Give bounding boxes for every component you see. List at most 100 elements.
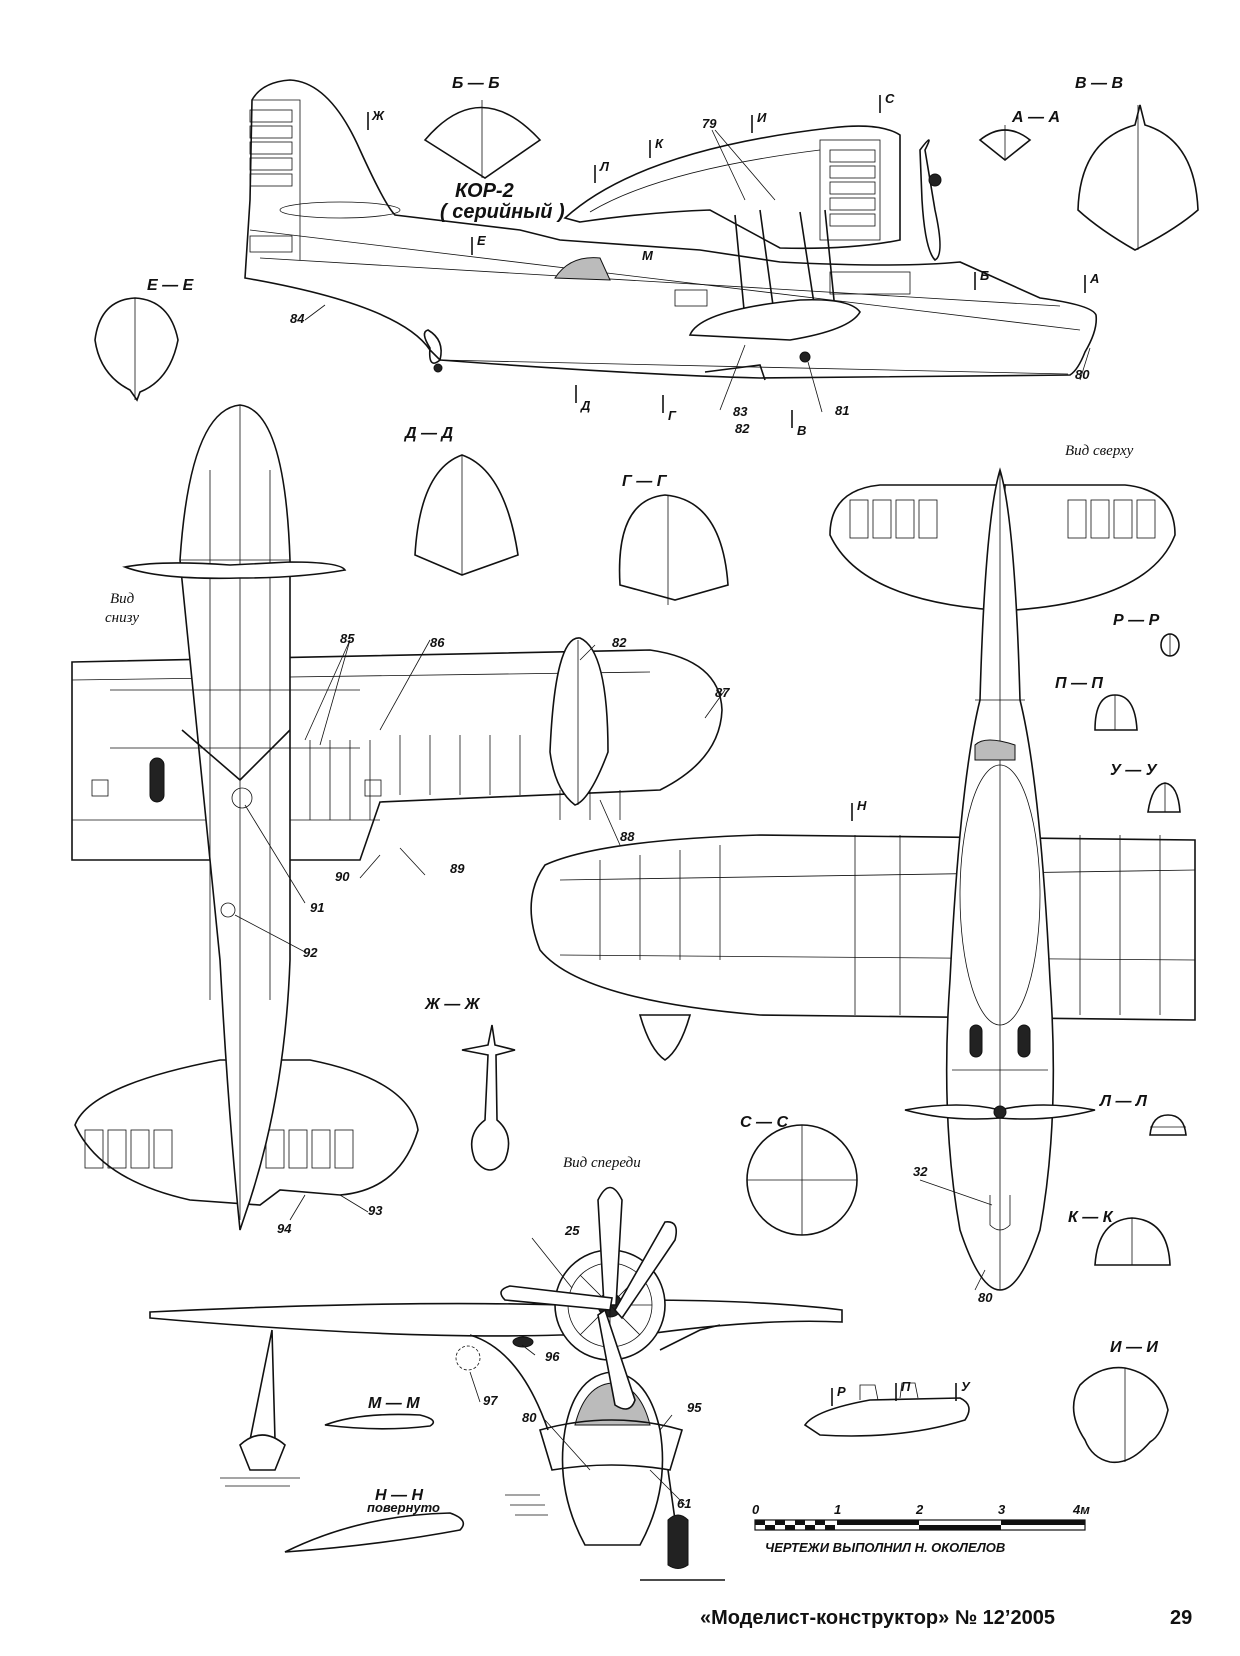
section-s-s bbox=[746, 1124, 858, 1236]
section-title-k-k: К — К bbox=[1068, 1209, 1114, 1226]
section-title-zh-zh: Ж — Ж bbox=[424, 996, 481, 1013]
callout-94: 94 bbox=[277, 1221, 292, 1236]
callout-82-bottom: 82 bbox=[612, 635, 627, 650]
scale-tick-4: 4м bbox=[1072, 1502, 1090, 1517]
section-title-a-a: А — А bbox=[1011, 109, 1060, 126]
view-label-top: Вид сверху bbox=[1065, 443, 1134, 459]
cut-mark-u: У bbox=[961, 1379, 971, 1394]
callout-25: 25 bbox=[564, 1223, 580, 1238]
callout-80-front: 80 bbox=[522, 1410, 537, 1425]
section-title-s-s: С — С bbox=[740, 1114, 788, 1131]
cut-mark-g: Г bbox=[668, 408, 677, 423]
scale-tick-3: 3 bbox=[998, 1502, 1006, 1517]
float-side-profile bbox=[803, 1382, 970, 1437]
view-label-front: Вид спереди bbox=[563, 1155, 641, 1171]
section-k-k bbox=[1094, 1217, 1171, 1266]
section-zh-zh bbox=[461, 1024, 516, 1171]
section-title-u-u: У — У bbox=[1110, 762, 1158, 779]
callout-61: 61 bbox=[677, 1496, 691, 1511]
callout-95: 95 bbox=[687, 1400, 702, 1415]
section-r-r bbox=[1160, 633, 1180, 657]
section-titles: Б — Б В — В А — А Е — Е Д — Д Г — Г Р — … bbox=[147, 75, 1160, 1515]
cut-mark-p: П bbox=[901, 1379, 911, 1394]
bottom-view bbox=[71, 404, 723, 1231]
callout-90: 90 bbox=[335, 869, 350, 884]
cut-mark-k: К bbox=[655, 136, 664, 151]
callout-97: 97 bbox=[483, 1393, 498, 1408]
side-view bbox=[244, 79, 1098, 381]
section-l-l bbox=[1149, 1114, 1187, 1136]
cut-mark-a: А bbox=[1089, 271, 1099, 286]
callout-85: 85 bbox=[340, 631, 355, 646]
callout-89: 89 bbox=[450, 861, 465, 876]
section-title-e-e: Е — Е bbox=[147, 277, 195, 294]
cut-mark-r: Р bbox=[837, 1384, 846, 1399]
cut-mark-n: Н bbox=[857, 798, 867, 813]
callout-80-side: 80 bbox=[1075, 367, 1090, 382]
cut-mark-ticks bbox=[367, 95, 1086, 1406]
section-i-i bbox=[1072, 1366, 1169, 1464]
section-title-g-g: Г — Г bbox=[622, 473, 668, 490]
section-g-g bbox=[618, 494, 729, 605]
section-title-b-b: Б — Б bbox=[452, 75, 500, 92]
section-title-l-l: Л — Л bbox=[1099, 1093, 1148, 1110]
callout-84: 84 bbox=[290, 311, 305, 326]
leader-lines bbox=[234, 129, 1091, 1506]
section-title-m-m: М — М bbox=[368, 1395, 420, 1412]
section-title-i-i: И — И bbox=[1110, 1339, 1158, 1356]
callout-81: 81 bbox=[835, 403, 849, 418]
section-e-e bbox=[94, 297, 179, 402]
callout-93: 93 bbox=[368, 1203, 383, 1218]
section-note-n-n: повернуто bbox=[367, 1500, 440, 1515]
section-title-v-v: В — В bbox=[1075, 75, 1123, 92]
callout-32: 32 bbox=[913, 1164, 928, 1179]
top-view bbox=[530, 467, 1196, 1291]
cut-mark-m: М bbox=[642, 248, 654, 263]
cut-mark-e: Е bbox=[477, 233, 486, 248]
page-number: 29 bbox=[1170, 1607, 1192, 1629]
cut-mark-l: Л bbox=[599, 159, 610, 174]
drawing-title: КОР-2 bbox=[455, 180, 514, 202]
callout-79: 79 bbox=[702, 116, 717, 131]
callout-92: 92 bbox=[303, 945, 318, 960]
callout-87: 87 bbox=[715, 685, 730, 700]
callout-96: 96 bbox=[545, 1349, 560, 1364]
callout-82-side: 82 bbox=[735, 421, 750, 436]
callout-91: 91 bbox=[310, 900, 324, 915]
view-label-bottom-1: Вид bbox=[110, 591, 135, 607]
section-p-p bbox=[1094, 694, 1138, 731]
cut-mark-zh: Ж bbox=[371, 108, 385, 123]
section-d-d bbox=[414, 454, 519, 576]
cut-mark-labels: Ж Л К И С Е М Б А Д Г В Н Р П У bbox=[371, 91, 1099, 1399]
section-title-p-p: П — П bbox=[1055, 675, 1103, 692]
section-n-n bbox=[284, 1512, 465, 1553]
drawing-credit: ЧЕРТЕЖИ ВЫПОЛНИЛ Н. ОКОЛЕЛОВ bbox=[765, 1540, 1005, 1555]
journal-footer: «Моделист-конструктор» № 12’2005 bbox=[700, 1607, 1055, 1629]
scale-bar: 0 1 2 3 4м ЧЕРТЕЖИ ВЫПОЛНИЛ Н. ОКОЛЕЛОВ bbox=[752, 1502, 1090, 1555]
cut-mark-d: Д bbox=[580, 398, 591, 413]
callout-numbers: 79 84 83 82 81 80 85 86 82 87 88 89 90 9… bbox=[277, 116, 1090, 1511]
scale-tick-2: 2 bbox=[915, 1502, 924, 1517]
cut-mark-i: И bbox=[757, 110, 767, 125]
section-a-a bbox=[978, 125, 1032, 162]
cut-mark-b: Б bbox=[980, 268, 989, 283]
front-view bbox=[149, 1186, 843, 1581]
section-title-r-r: Р — Р bbox=[1113, 612, 1160, 629]
callout-86: 86 bbox=[430, 635, 445, 650]
callout-88: 88 bbox=[620, 829, 635, 844]
callout-83: 83 bbox=[733, 404, 748, 419]
drawing-subtitle: ( серийный ) bbox=[440, 201, 565, 223]
section-u-u bbox=[1147, 782, 1181, 813]
cut-mark-v: В bbox=[797, 423, 806, 438]
callout-80-top: 80 bbox=[978, 1290, 993, 1305]
scale-tick-0: 0 bbox=[752, 1502, 760, 1517]
section-m-m bbox=[324, 1413, 435, 1430]
scale-tick-1: 1 bbox=[834, 1502, 841, 1517]
section-b-b bbox=[423, 100, 542, 179]
section-v-v bbox=[1077, 104, 1199, 251]
section-title-d-d: Д — Д bbox=[403, 425, 453, 442]
cut-mark-s: С bbox=[885, 91, 895, 106]
section-title-n-n: Н — Н bbox=[375, 1487, 423, 1504]
view-label-bottom-2: снизу bbox=[105, 610, 139, 626]
